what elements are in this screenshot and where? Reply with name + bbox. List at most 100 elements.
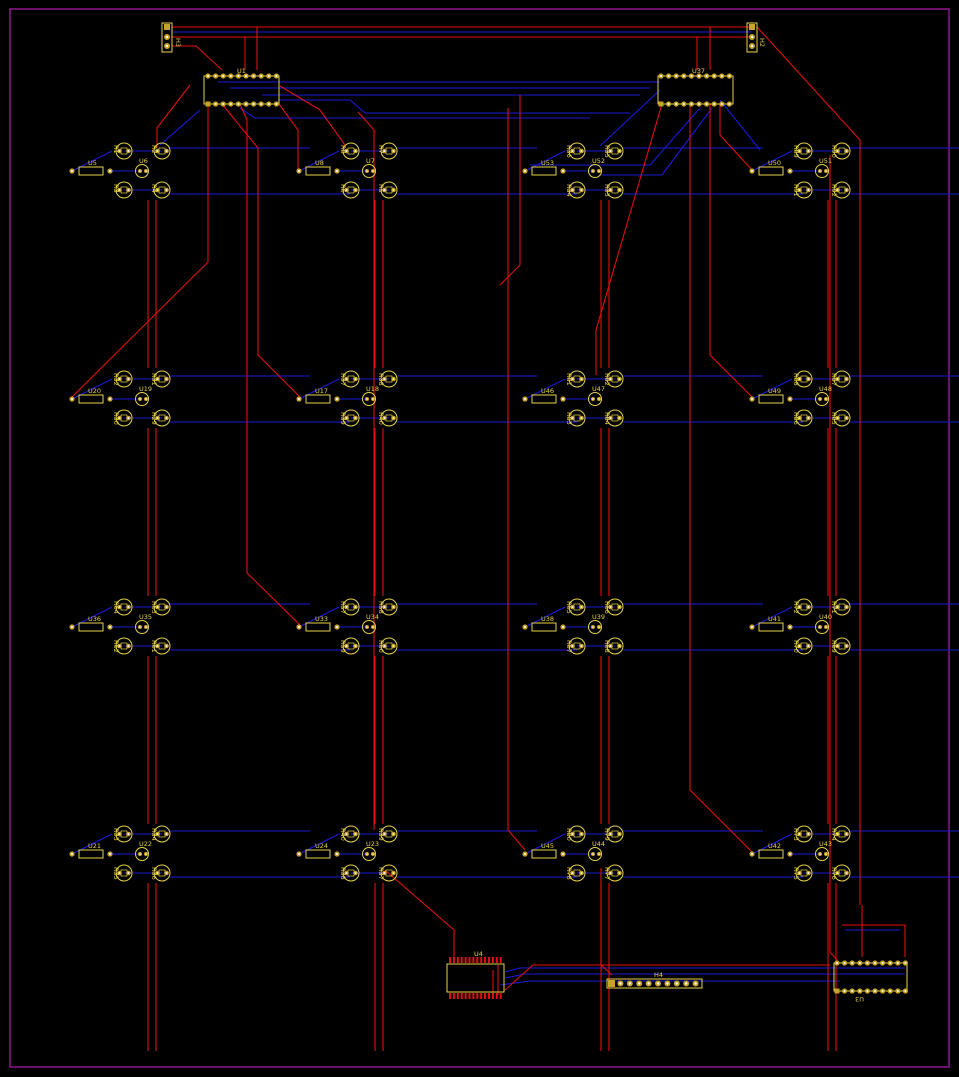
sensor-label: R37 xyxy=(377,867,385,880)
pad-hole xyxy=(618,833,621,835)
pad-hole xyxy=(807,645,810,647)
sensor-label: R4 xyxy=(150,184,158,193)
pad-hole xyxy=(618,645,621,647)
sensor-label: R66 xyxy=(603,601,611,614)
pad-hole xyxy=(392,833,395,835)
sensor-label: R68 xyxy=(603,640,611,653)
pad-hole xyxy=(798,378,801,380)
pad-hole xyxy=(237,102,240,106)
sensor-label: R78 xyxy=(565,867,573,880)
pad-hole xyxy=(843,961,846,965)
pad-hole xyxy=(618,378,621,380)
resistor-body xyxy=(758,622,784,632)
pad-hole xyxy=(139,398,141,400)
sensor: R37 xyxy=(377,864,398,882)
sensor: R37 xyxy=(339,370,360,388)
sensor-outline xyxy=(115,370,133,388)
sensor-label: R82 xyxy=(603,373,611,386)
led-outline xyxy=(362,164,376,178)
pad-hole xyxy=(345,378,348,380)
pad-hole xyxy=(383,833,386,835)
sensor-outline xyxy=(833,409,851,427)
pad-hole xyxy=(819,626,821,628)
pad-hole xyxy=(118,606,121,608)
pad-hole xyxy=(118,833,121,835)
sensor-label: R61 xyxy=(150,640,158,653)
sensor-outline xyxy=(568,181,586,199)
sensor-label: R60 xyxy=(377,640,385,653)
pad-hole xyxy=(866,989,869,993)
sensor-outline xyxy=(380,409,398,427)
red-v10 xyxy=(595,103,663,375)
pad-hole xyxy=(70,852,74,856)
sensor: R81 xyxy=(565,370,586,388)
pad-hole xyxy=(392,872,395,874)
pad-hole xyxy=(108,169,112,173)
smd-pin xyxy=(488,993,490,999)
red-bottom-1 xyxy=(504,964,830,991)
resistor-label: U33 xyxy=(315,615,328,623)
red-v8 xyxy=(507,108,526,851)
resistor-label: U8 xyxy=(315,159,324,167)
pad-hole xyxy=(237,74,240,78)
red-v16 xyxy=(829,155,838,961)
sensor-outline xyxy=(568,370,586,388)
pad-hole xyxy=(873,989,877,993)
led-label: U34 xyxy=(366,613,379,621)
pad-hole xyxy=(667,74,670,78)
pad-hole xyxy=(571,378,574,380)
sensor-outline xyxy=(153,598,171,616)
pad-hole xyxy=(592,170,594,172)
pad-hole xyxy=(807,378,810,380)
resistor-body xyxy=(78,849,104,859)
red-v1 xyxy=(71,104,209,398)
resistor-body xyxy=(758,394,784,404)
pad-hole xyxy=(354,417,357,419)
sensor-outline xyxy=(606,181,624,199)
pad-hole xyxy=(70,625,74,629)
resistor-body xyxy=(305,622,331,632)
sensor-label: R39 xyxy=(377,828,385,841)
pad-hole xyxy=(267,74,270,78)
pad-hole xyxy=(354,606,357,608)
sensor-outline xyxy=(833,825,851,843)
pad-hole xyxy=(345,872,348,874)
bus-5 xyxy=(239,107,590,119)
led-label: U19 xyxy=(139,385,152,393)
sensor-label: R77 xyxy=(603,867,611,880)
header-h4: H4 xyxy=(606,971,703,989)
pad-hole xyxy=(728,74,731,78)
sensor: R84 xyxy=(603,409,624,427)
pad-hole xyxy=(523,852,527,856)
sensor-outline xyxy=(342,825,360,843)
sensor-outline xyxy=(606,637,624,655)
sensor: R34 xyxy=(565,181,586,199)
pad-hole xyxy=(156,872,159,874)
pad-hole xyxy=(127,872,130,874)
pad-hole xyxy=(873,961,877,965)
sensor-label: R2 xyxy=(150,145,158,154)
pad-hole xyxy=(697,102,701,106)
resistor-label: U49 xyxy=(768,387,781,395)
pad-hole xyxy=(165,150,168,152)
pad-hole xyxy=(836,645,839,647)
pad-hole xyxy=(896,989,899,993)
sensor-label: R71 xyxy=(830,601,838,614)
sensor-label: R86 xyxy=(792,412,800,425)
sensor: R70 xyxy=(792,637,813,655)
sensor: R85 xyxy=(830,409,851,427)
pad-hole xyxy=(638,982,641,985)
sensor-label: R80 xyxy=(565,828,573,841)
sensor-label: R69 xyxy=(830,640,838,653)
sensor: R79 xyxy=(603,825,624,843)
sensor: R6 xyxy=(339,181,360,199)
sensor-label: R84 xyxy=(603,412,611,425)
sensor: R89 xyxy=(792,142,813,160)
smd-pin xyxy=(452,993,455,999)
sensor: R78 xyxy=(565,864,586,882)
pad-hole xyxy=(127,417,130,419)
sensor-outline xyxy=(115,181,133,199)
